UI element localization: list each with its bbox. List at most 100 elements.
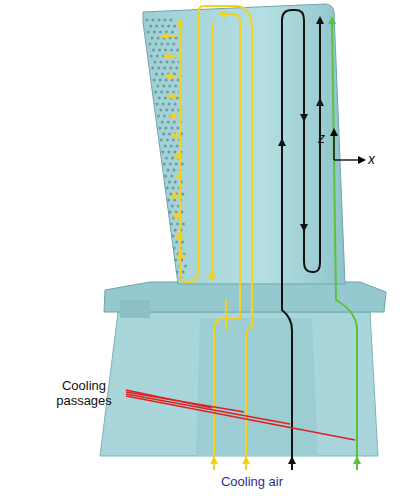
film-hole xyxy=(156,85,159,88)
yellow-flow xyxy=(180,6,252,462)
film-hole xyxy=(174,259,177,262)
film-hole xyxy=(160,43,163,46)
film-hole xyxy=(172,187,175,190)
outflow-arrow xyxy=(174,155,178,157)
film-hole xyxy=(174,181,177,184)
film-hole xyxy=(168,85,171,88)
film-hole xyxy=(153,31,156,34)
film-hole xyxy=(161,151,164,154)
inlet-arrow xyxy=(291,458,293,470)
film-hole xyxy=(167,121,170,124)
callout-label: Cooling passages xyxy=(44,378,124,408)
airfoil xyxy=(143,4,345,284)
film-hole xyxy=(182,271,185,274)
film-hole xyxy=(170,223,173,226)
film-hole xyxy=(175,211,178,214)
film-hole xyxy=(166,187,169,190)
outflow-arrow xyxy=(166,75,178,77)
film-hole xyxy=(161,121,164,124)
film-hole xyxy=(151,19,154,22)
film-hole xyxy=(170,145,173,148)
film-hole xyxy=(147,31,150,34)
film-hole xyxy=(173,151,176,154)
film-hole xyxy=(158,97,161,100)
film-hole xyxy=(164,175,167,178)
film-hole xyxy=(156,103,159,106)
film-hole xyxy=(155,73,158,76)
film-hole xyxy=(171,31,174,34)
film-hole xyxy=(171,79,174,82)
film-hole xyxy=(172,169,175,172)
film-hole xyxy=(161,25,164,28)
film-hole xyxy=(173,199,176,202)
film-hole xyxy=(167,25,170,28)
film-hole xyxy=(166,43,169,46)
film-hole xyxy=(176,127,179,130)
film-hole xyxy=(153,79,156,82)
platform-hook xyxy=(120,300,150,318)
outflow-arrow xyxy=(178,255,184,257)
callout-label: Cooling air xyxy=(202,474,302,489)
film-hole xyxy=(165,109,168,112)
film-hole xyxy=(176,175,179,178)
film-hole xyxy=(167,199,170,202)
film-hole xyxy=(152,49,155,52)
film-hole xyxy=(173,25,176,28)
axis-label: z xyxy=(318,131,325,146)
film-hole xyxy=(150,55,153,58)
film-hole xyxy=(159,109,162,112)
film-hole xyxy=(157,19,160,22)
film-hole xyxy=(166,139,169,142)
axis-label: x xyxy=(368,152,375,167)
film-hole xyxy=(165,79,168,82)
film-hole xyxy=(148,43,151,46)
film-hole xyxy=(171,235,174,238)
film-hole xyxy=(158,49,161,52)
film-hole xyxy=(173,247,176,250)
film-hole xyxy=(175,67,178,70)
film-hole xyxy=(149,25,152,28)
film-hole xyxy=(157,67,160,70)
film-hole xyxy=(154,91,157,94)
outflow-arrow xyxy=(170,115,178,117)
film-hole xyxy=(172,139,175,142)
film-hole xyxy=(174,229,177,232)
film-hole xyxy=(159,31,162,34)
film-hole xyxy=(173,121,176,124)
film-hole xyxy=(170,49,173,52)
film-hole xyxy=(165,157,168,160)
film-hole xyxy=(162,133,165,136)
film-hole xyxy=(166,169,169,172)
film-hole xyxy=(176,271,179,274)
film-hole xyxy=(155,25,158,28)
film-hole xyxy=(172,217,175,220)
film-hole xyxy=(158,127,161,130)
film-hole xyxy=(157,37,160,40)
film-hole xyxy=(163,163,166,166)
film-hole xyxy=(168,103,171,106)
film-hole xyxy=(168,133,171,136)
outflow-arrow xyxy=(178,235,182,237)
film-hole xyxy=(166,91,169,94)
film-hole xyxy=(154,43,157,46)
film-hole xyxy=(171,109,174,112)
film-hole xyxy=(164,145,167,148)
film-hole xyxy=(163,115,166,118)
film-hole xyxy=(181,193,184,196)
film-hole xyxy=(145,19,148,22)
outflow-arrow xyxy=(172,135,178,137)
film-hole xyxy=(170,175,173,178)
inlet-arrow xyxy=(245,458,247,470)
film-hole xyxy=(181,163,184,166)
film-hole xyxy=(169,19,172,22)
inlet-arrow xyxy=(213,458,215,470)
axes xyxy=(334,130,364,160)
film-hole xyxy=(151,67,154,70)
film-hole xyxy=(174,103,177,106)
film-hole xyxy=(163,19,166,22)
film-hole xyxy=(172,61,175,64)
outflow-arrow xyxy=(177,195,179,197)
film-hole xyxy=(156,55,159,58)
film-hole xyxy=(162,103,165,106)
film-hole xyxy=(184,265,187,268)
